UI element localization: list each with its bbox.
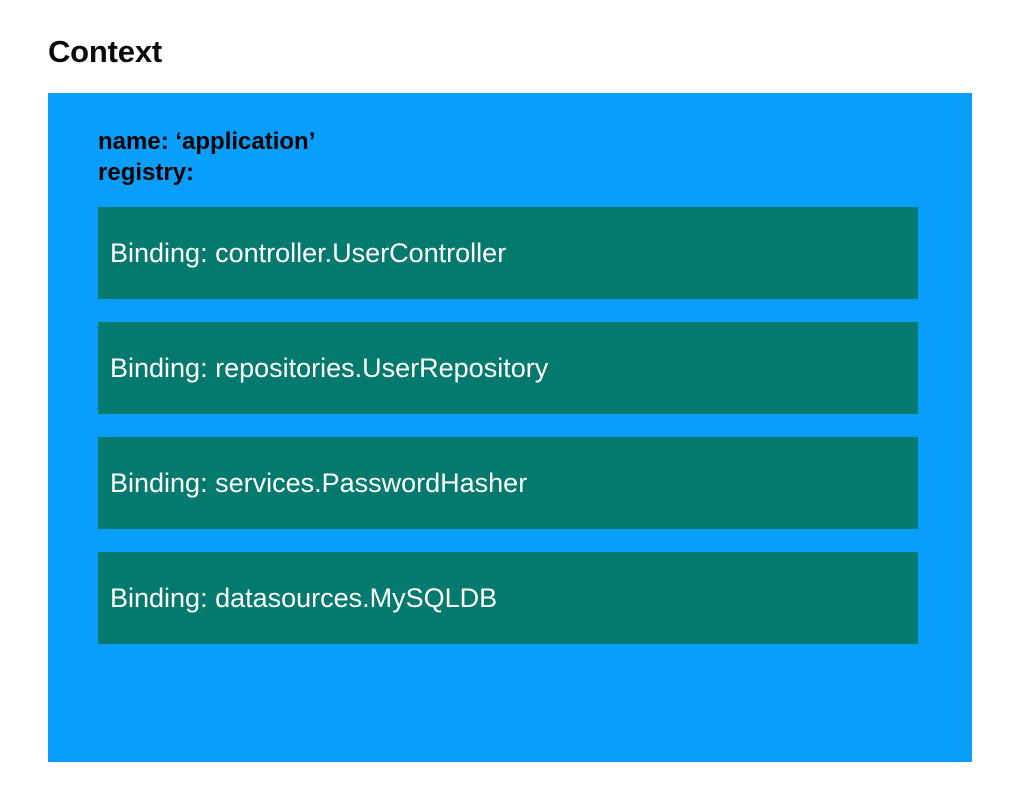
binding-item-repositories[interactable]: Binding: repositories.UserRepository <box>98 322 918 414</box>
context-property-name: name: ‘application’ <box>98 128 316 155</box>
context-container: name: ‘application’ registry: Binding: c… <box>48 93 972 762</box>
page-title: Context <box>48 34 162 69</box>
binding-label: Binding: services.PasswordHasher <box>110 467 528 498</box>
binding-label: Binding: controller.UserController <box>110 237 507 268</box>
context-properties: name: ‘application’ registry: <box>98 126 920 188</box>
binding-item-services[interactable]: Binding: services.PasswordHasher <box>98 437 918 529</box>
context-property-registry: registry: <box>98 159 195 186</box>
binding-label: Binding: datasources.MySQLDB <box>110 582 498 613</box>
binding-label: Binding: repositories.UserRepository <box>110 352 549 383</box>
binding-item-controller[interactable]: Binding: controller.UserController <box>98 207 918 299</box>
registry-binding-list: Binding: controller.UserController Bindi… <box>98 207 920 644</box>
binding-item-datasources[interactable]: Binding: datasources.MySQLDB <box>98 552 918 644</box>
